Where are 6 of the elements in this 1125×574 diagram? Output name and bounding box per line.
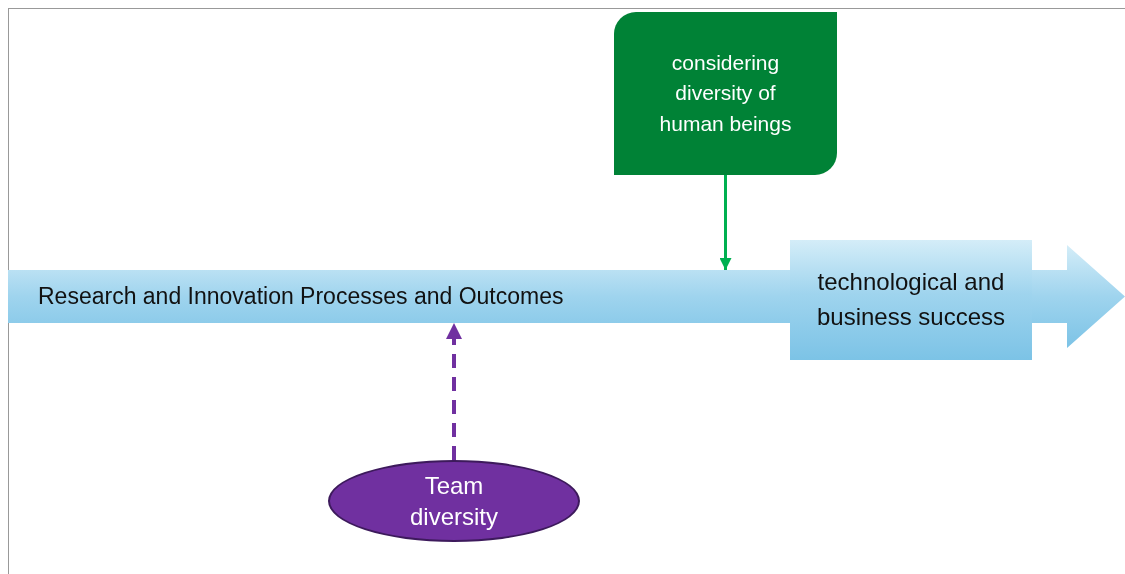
arrow — [446, 323, 462, 460]
ellipse-node: Team diversity — [328, 460, 580, 542]
process-box: considering diversity of human beings — [614, 12, 837, 175]
process-box: technological and business success — [790, 240, 1032, 360]
arrow — [719, 175, 732, 270]
band-label: Research and Innovation Processes and Outcomes — [38, 283, 564, 310]
